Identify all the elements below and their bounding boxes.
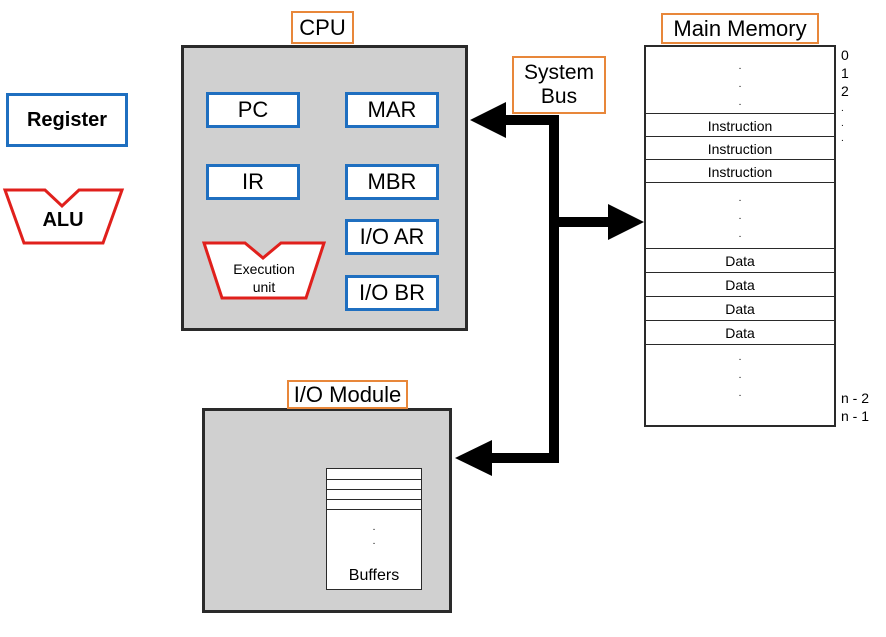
memory-data-row: Data: [646, 320, 834, 345]
main-memory-title: Main Memory: [661, 13, 819, 44]
buffer-dots: ..: [372, 522, 376, 547]
ioar-register: I/O AR: [345, 219, 439, 255]
buffer-row: [327, 509, 421, 510]
iobr-register: I/O BR: [345, 275, 439, 311]
address-dot: .: [841, 118, 844, 129]
buffer-row: [327, 479, 421, 480]
memory-instruction-row: Instruction: [646, 113, 834, 137]
memory-data-row: Data: [646, 272, 834, 297]
memory-dots-bottom: ...: [738, 352, 742, 399]
legend-alu-shape: ALU: [2, 188, 125, 245]
address-label: n - 1: [841, 408, 870, 424]
legend-register-label: Register: [26, 108, 108, 131]
buffer-row: [327, 489, 421, 490]
address-label: 1: [841, 65, 849, 81]
legend-alu-label: ALU: [42, 209, 83, 231]
execution-unit-label-1: Execution: [233, 261, 294, 277]
ir-register: IR: [206, 164, 300, 200]
system-bus-label: System Bus: [512, 56, 606, 114]
legend-register-box: Register: [6, 93, 128, 147]
main-memory-block: ... Instruction Instruction Instruction …: [644, 45, 836, 427]
address-label: 2: [841, 83, 849, 99]
buffers-label: Buffers: [348, 567, 400, 584]
memory-instruction-row: Instruction: [646, 159, 834, 183]
address-dot: .: [841, 133, 844, 144]
memory-addresses-bottom: n - 2 n - 1: [841, 391, 885, 427]
system-bus-line1: System: [523, 60, 594, 84]
system-bus-line2: Bus: [540, 85, 578, 108]
address-dot: .: [841, 103, 844, 114]
memory-gap-row: [646, 182, 834, 249]
arrowhead-memory: [608, 204, 644, 240]
mar-register: MAR: [345, 92, 439, 128]
address-label: 0: [841, 47, 849, 63]
arrowhead-cpu: [470, 102, 506, 138]
execution-unit-alu: Execution unit: [201, 241, 327, 300]
arrowhead-io: [455, 440, 492, 476]
pc-register: PC: [206, 92, 300, 128]
io-module-title: I/O Module: [287, 380, 408, 409]
memory-data-row: Data: [646, 248, 834, 273]
memory-addresses-top: 0 1 2 . . .: [841, 48, 881, 149]
memory-gap-row: [646, 344, 834, 428]
memory-data-row: Data: [646, 296, 834, 321]
buffer-row: [327, 499, 421, 500]
cpu-title: CPU: [291, 11, 354, 44]
address-label: n - 2: [841, 390, 870, 406]
mbr-register: MBR: [345, 164, 439, 200]
memory-instruction-row: Instruction: [646, 136, 834, 160]
execution-unit-label-2: unit: [253, 279, 276, 295]
io-buffers-block: .. Buffers: [326, 468, 422, 590]
memory-dots-middle: ...: [738, 193, 742, 240]
memory-dots-top: ...: [738, 61, 742, 108]
